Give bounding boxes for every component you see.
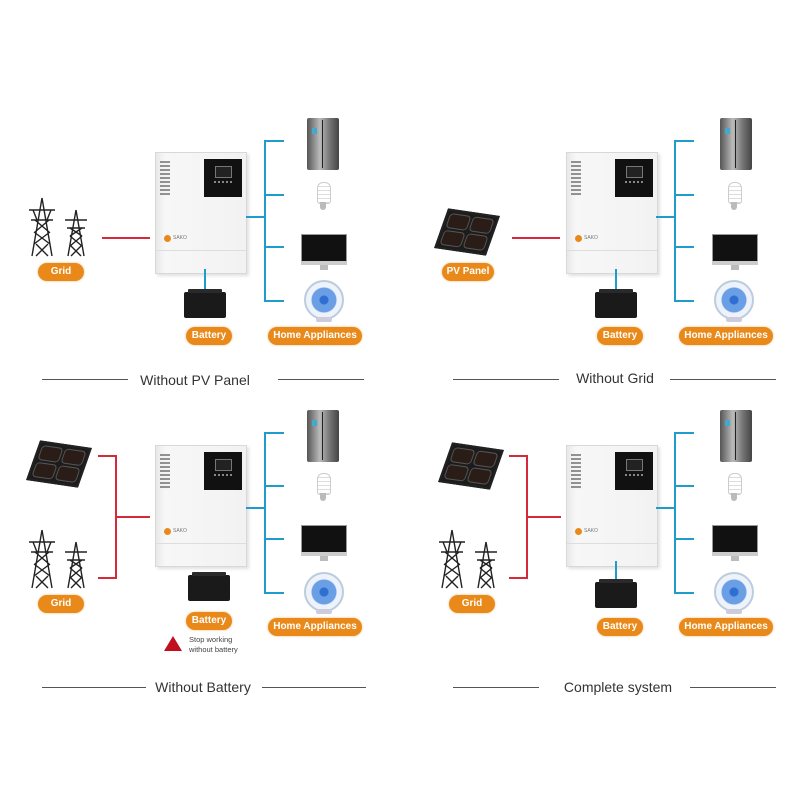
grid-wire bbox=[102, 237, 150, 239]
inverter-display bbox=[204, 452, 242, 490]
pv-panel-label: PV Panel bbox=[442, 263, 494, 281]
battery-icon bbox=[184, 289, 226, 318]
battery-label: Battery bbox=[597, 327, 643, 345]
input-wire bbox=[509, 455, 527, 457]
light-bulb-icon bbox=[317, 473, 331, 503]
fan-icon bbox=[714, 572, 754, 614]
monitor-icon bbox=[712, 525, 758, 561]
inverter-display bbox=[204, 159, 242, 197]
panel-caption: Without Grid bbox=[576, 370, 654, 386]
output-wire bbox=[246, 507, 264, 509]
inverter-brand: SAKO bbox=[173, 528, 187, 534]
brand-logo-icon bbox=[575, 235, 582, 242]
panel-without-battery: Grid SAKO Battery Stop working without b… bbox=[0, 400, 400, 710]
caption-rule-right bbox=[690, 687, 776, 688]
solar-panel-icon bbox=[438, 442, 504, 490]
battery-icon bbox=[595, 289, 637, 318]
caption-rule-right bbox=[262, 687, 366, 688]
monitor-icon bbox=[301, 525, 347, 561]
battery-label: Battery bbox=[186, 327, 232, 345]
monitor-icon bbox=[712, 234, 758, 270]
fan-icon bbox=[714, 280, 754, 322]
battery-icon bbox=[188, 572, 230, 601]
caption-rule-left bbox=[42, 687, 146, 688]
inverter: SAKO bbox=[155, 445, 247, 567]
inverter-vent bbox=[160, 161, 170, 196]
light-bulb-icon bbox=[728, 182, 742, 212]
inverter: SAKO bbox=[566, 152, 658, 274]
monitor-icon bbox=[301, 234, 347, 270]
output-bus bbox=[674, 432, 676, 594]
inverter-brand: SAKO bbox=[173, 235, 187, 241]
grid-label: Grid bbox=[38, 263, 84, 281]
panel-complete-system: Grid SAKO Battery Home Appliances Comple… bbox=[400, 400, 800, 710]
refrigerator-icon bbox=[307, 410, 339, 462]
home-appliances-label: Home Appliances bbox=[679, 618, 773, 636]
panel-caption: Complete system bbox=[563, 679, 673, 695]
warning-text: Stop working without battery bbox=[189, 635, 238, 655]
caption-rule-right bbox=[670, 379, 776, 380]
grid-label: Grid bbox=[449, 595, 495, 613]
output-bus bbox=[264, 140, 266, 302]
battery-wire bbox=[615, 561, 617, 583]
inverter-display bbox=[615, 452, 653, 490]
battery-label: Battery bbox=[597, 618, 643, 636]
inverter-brand: SAKO bbox=[584, 235, 598, 241]
inverter-brand: SAKO bbox=[584, 528, 598, 534]
caption-rule-right bbox=[278, 379, 364, 380]
home-appliances-label: Home Appliances bbox=[268, 327, 362, 345]
pv-wire bbox=[512, 237, 560, 239]
panel-caption: Without Battery bbox=[155, 679, 251, 695]
caption-rule-left bbox=[42, 379, 128, 380]
home-appliances-label: Home Appliances bbox=[268, 618, 362, 636]
output-wire bbox=[656, 507, 674, 509]
fan-icon bbox=[304, 572, 344, 614]
panel-without-pv: Grid SAKO Battery Home Appliances Withou… bbox=[0, 100, 400, 410]
home-appliances-label: Home Appliances bbox=[679, 327, 773, 345]
input-wire bbox=[98, 455, 116, 457]
warning-line-1: Stop working bbox=[189, 635, 233, 644]
battery-icon bbox=[595, 579, 637, 608]
panel-caption: Without PV Panel bbox=[140, 372, 250, 388]
warning-line-2: without battery bbox=[189, 645, 238, 654]
output-wire bbox=[246, 216, 264, 218]
output-bus bbox=[264, 432, 266, 594]
grid-label: Grid bbox=[38, 595, 84, 613]
warning-icon bbox=[164, 636, 182, 651]
brand-logo-icon bbox=[164, 528, 171, 535]
battery-label: Battery bbox=[186, 612, 232, 630]
light-bulb-icon bbox=[317, 182, 331, 212]
battery-wire bbox=[204, 269, 206, 293]
battery-wire bbox=[615, 269, 617, 293]
inverter: SAKO bbox=[566, 445, 658, 567]
output-wire bbox=[656, 216, 674, 218]
solar-panel-icon bbox=[434, 208, 500, 256]
inverter: SAKO bbox=[155, 152, 247, 274]
inverter-display bbox=[615, 159, 653, 197]
panel-without-grid: PV Panel SAKO Battery Home Appliances Wi… bbox=[400, 100, 800, 410]
caption-rule-left bbox=[453, 379, 559, 380]
refrigerator-icon bbox=[720, 410, 752, 462]
brand-logo-icon bbox=[575, 528, 582, 535]
fan-icon bbox=[304, 280, 344, 322]
refrigerator-icon bbox=[307, 118, 339, 170]
power-tower-icon bbox=[29, 529, 87, 589]
brand-logo-icon bbox=[164, 235, 171, 242]
power-tower-icon bbox=[29, 197, 87, 257]
power-tower-icon bbox=[439, 529, 497, 589]
solar-panel-icon bbox=[26, 440, 92, 488]
caption-rule-left bbox=[453, 687, 539, 688]
light-bulb-icon bbox=[728, 473, 742, 503]
output-bus bbox=[674, 140, 676, 302]
refrigerator-icon bbox=[720, 118, 752, 170]
